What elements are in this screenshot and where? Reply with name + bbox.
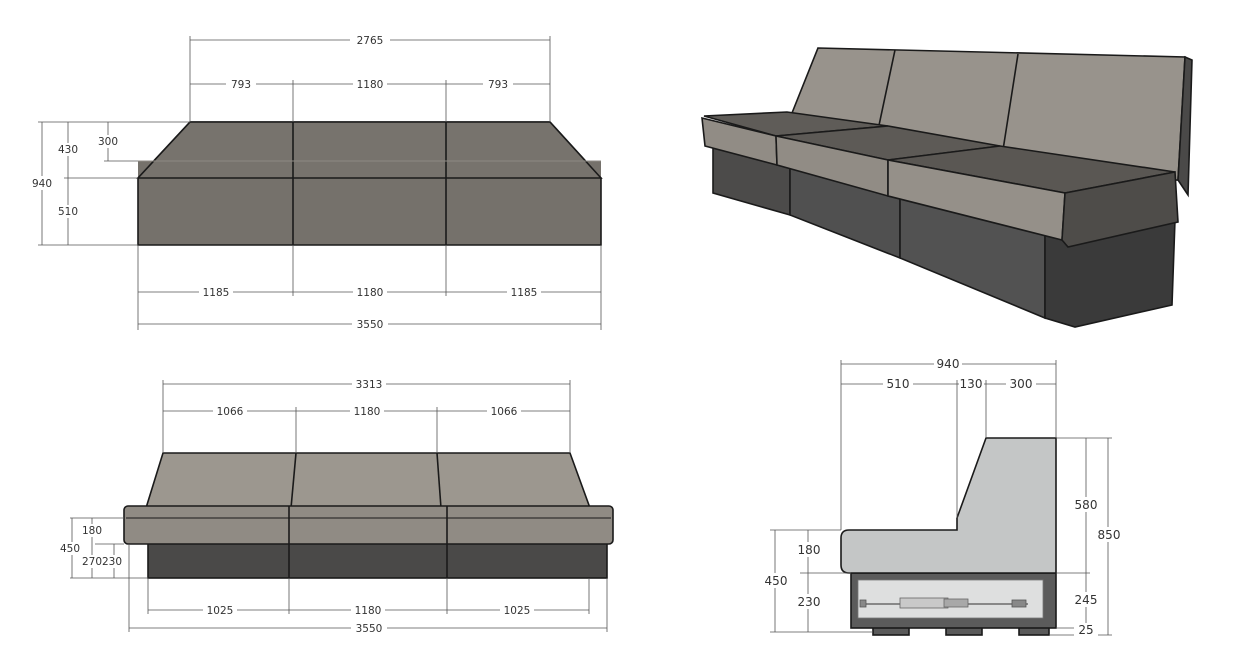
side-total-height-dim: 850 [1098,528,1121,542]
side-depth-total-dim: 940 [937,357,960,371]
top-depth-back-dim: 430 [58,144,78,156]
front-seat-height-dim: 450 [60,543,80,555]
top-view-dimensions: 2765 793 1180 793 940 430 300 [32,33,602,331]
side-seat-height-dim: 450 [765,574,788,588]
top-right-dim: 793 [488,79,508,91]
top-overall-bottom-dim: 3550 [357,319,384,331]
front-bottom-left-dim: 1025 [207,605,234,617]
side-seat-depth-dim: 510 [887,377,910,391]
front-cushion-dim: 180 [82,525,102,537]
front-base-inner-dim: 230 [102,556,122,568]
side-base-dim: 230 [798,595,821,609]
side-foot-dim: 25 [1078,623,1093,637]
side-back-height-dim: 580 [1075,498,1098,512]
top-center-dim: 1180 [357,79,384,91]
top-depth-total-dim: 940 [32,178,52,190]
top-depth-back-inner-dim: 300 [98,136,118,148]
front-overall-bottom-dim: 3550 [356,623,383,635]
top-view: 2765 793 1180 793 940 430 300 [32,33,603,331]
front-bottom-right-dim: 1025 [504,605,531,617]
front-bottom-center-dim: 1180 [355,605,382,617]
top-view-shape [136,121,603,246]
front-view-shape [123,452,614,579]
top-depth-seat-dim: 510 [58,206,78,218]
front-view: 3313 1066 1180 1066 450 180 270 230 [60,377,614,635]
perspective-view [701,47,1193,328]
side-view-dimensions: 940 510 130 300 580 850 245 25 [762,356,1124,637]
side-view-shape [840,437,1057,636]
front-overall-top-dim: 3313 [356,379,383,391]
top-bottom-right-dim: 1185 [511,287,538,299]
front-top-left-dim: 1066 [217,406,244,418]
top-bottom-center-dim: 1180 [357,287,384,299]
top-overall-dim: 2765 [357,35,384,47]
front-view-dimensions: 3313 1066 1180 1066 450 180 270 230 [60,377,608,635]
side-cushion-dim: 180 [798,543,821,557]
side-view: 940 510 130 300 580 850 245 25 [762,356,1124,637]
side-back-slope-dim: 130 [960,377,983,391]
top-bottom-left-dim: 1185 [203,287,230,299]
side-base-right-dim: 245 [1075,593,1098,607]
side-back-depth-dim: 300 [1010,377,1033,391]
front-base-dim: 270 [82,556,102,568]
front-top-center-dim: 1180 [354,406,381,418]
front-top-right-dim: 1066 [491,406,518,418]
top-left-dim: 793 [231,79,251,91]
